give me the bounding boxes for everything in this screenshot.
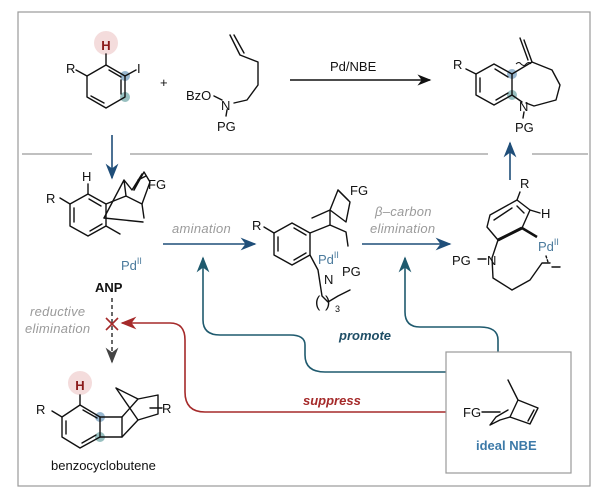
iodine-label: I bbox=[137, 61, 141, 76]
anp-intermediate: H R FG PdII ANP bbox=[46, 169, 166, 295]
beta-h-label: H bbox=[541, 206, 550, 221]
aminated-intermediate: R FG PdII N PG ( ) 3 bbox=[252, 183, 368, 314]
plus-sign: + bbox=[160, 75, 168, 90]
aminated-r-label: R bbox=[252, 218, 261, 233]
h-label: H bbox=[101, 38, 110, 53]
suppress-label: suppress bbox=[303, 393, 361, 408]
aryl-iodide: H R I bbox=[66, 31, 141, 109]
benzocyclobutene-label: benzocyclobutene bbox=[51, 458, 156, 473]
ideal-nbe-label: ideal NBE bbox=[476, 438, 537, 453]
promote-arrow-to-amination bbox=[196, 256, 446, 373]
nbe-fg-label: FG bbox=[463, 405, 481, 420]
bzo-label: BzO bbox=[186, 88, 211, 103]
benzocyclobutene-product: H R R benzocyclobutene bbox=[36, 371, 171, 473]
beta-pd-label: PdII bbox=[538, 237, 559, 254]
product-n-label: N bbox=[519, 99, 528, 114]
chain-subscript: 3 bbox=[335, 304, 340, 314]
anp-r-label: R bbox=[46, 191, 55, 206]
aminated-pd-label: PdII bbox=[318, 250, 339, 267]
promote-label: promote bbox=[338, 328, 391, 343]
beta-r-label: R bbox=[520, 176, 529, 191]
beta-pg-label: PG bbox=[452, 253, 471, 268]
chain-bracket-open: ( bbox=[315, 294, 321, 311]
hydroxylamine-reagent: BzO N PG bbox=[186, 34, 259, 134]
bcb-r2-label: R bbox=[162, 401, 171, 416]
blocked-x-icon bbox=[105, 317, 119, 331]
beta-n-label: N bbox=[487, 253, 496, 268]
aminated-pg-label: PG bbox=[342, 264, 361, 279]
bcb-h-label: H bbox=[75, 378, 84, 393]
product-pg-label: PG bbox=[515, 120, 534, 135]
beta-carbon-label-2: elimination bbox=[370, 221, 435, 236]
ideal-nbe-box: FG ideal NBE bbox=[445, 351, 572, 474]
aryl-palladium-product: R H PdII N PG bbox=[452, 176, 561, 291]
anp-pd-label: PdII bbox=[121, 256, 142, 273]
aminated-n-label: N bbox=[324, 272, 333, 287]
r-label: R bbox=[66, 61, 75, 76]
amination-label: amination bbox=[172, 221, 231, 236]
n-label: N bbox=[221, 98, 230, 113]
ortho-h-highlight bbox=[94, 31, 118, 55]
chain-bracket-close: ) bbox=[325, 294, 330, 311]
promote-arrow-to-beta bbox=[398, 256, 499, 352]
anp-label: ANP bbox=[95, 280, 123, 295]
reductive-label-1: reductive bbox=[30, 304, 85, 319]
benzazepine-product: R N PG bbox=[453, 37, 561, 135]
pg-label: PG bbox=[217, 119, 236, 134]
conditions-label: Pd/NBE bbox=[330, 59, 377, 74]
anp-h-label: H bbox=[82, 169, 91, 184]
suppress-arrow bbox=[120, 316, 446, 413]
product-r-label: R bbox=[453, 57, 462, 72]
anp-fg-label: FG bbox=[148, 177, 166, 192]
aminated-fg-label: FG bbox=[350, 183, 368, 198]
bcb-r1-label: R bbox=[36, 402, 45, 417]
beta-carbon-label-1: β–carbon bbox=[374, 204, 432, 219]
reductive-label-2: elimination bbox=[25, 321, 90, 336]
